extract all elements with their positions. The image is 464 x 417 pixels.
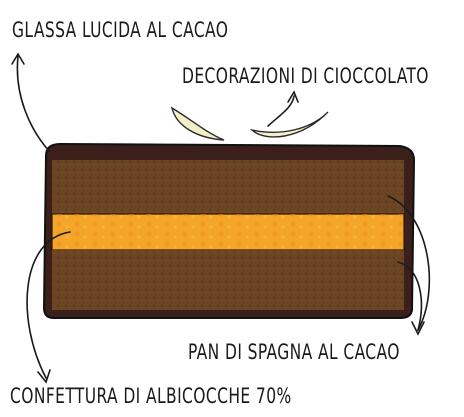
label-jam: CONFETTURA DI ALBICOCCHE 70% — [10, 384, 292, 408]
chocolate-decoration-left — [170, 106, 225, 141]
jam-arrow — [26, 231, 71, 379]
decorations-arrow — [267, 95, 295, 127]
chocolate-decoration-right — [249, 111, 329, 138]
sponge-arrow — [387, 195, 431, 331]
label-glaze: GLASSA LUCIDA AL CACAO — [12, 18, 229, 42]
label-sponge: PAN DI SPAGNA AL CACAO — [188, 340, 400, 364]
glaze-arrow — [16, 55, 51, 153]
label-decorations: DECORAZIONI DI CIOCCOLATO — [182, 64, 429, 88]
